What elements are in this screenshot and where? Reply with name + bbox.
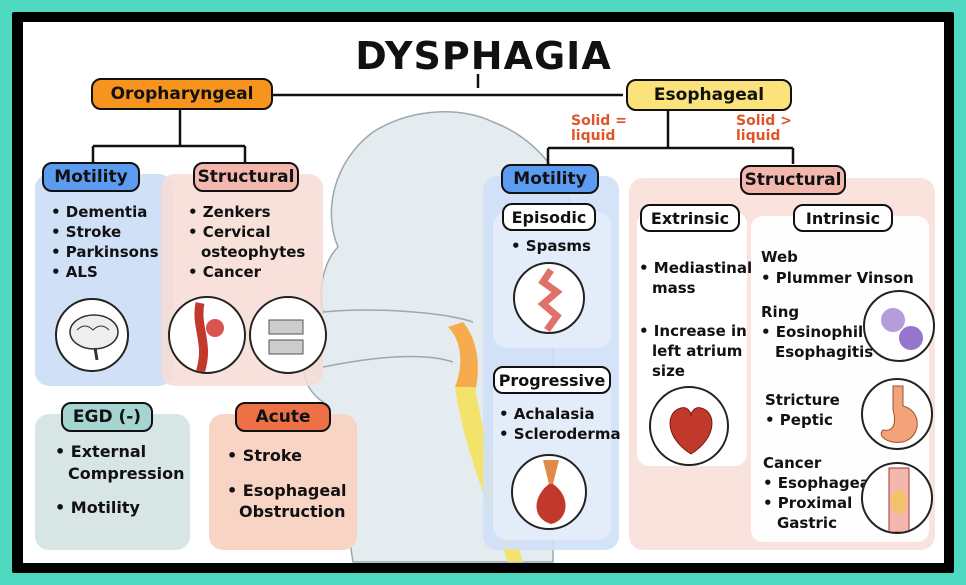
oro-structural-item: • Zenkers [188,203,271,221]
acute-item: Obstruction [239,502,346,521]
solid-equals-liquid-note: Solid = liquid [571,114,627,144]
diagram-canvas: DYSPHAGIA Oropharyngeal Motility • Demen… [23,22,944,563]
acute-panel [209,414,357,550]
stricture-heading: Stricture [765,391,840,409]
extrinsic-item: size [652,362,685,380]
episodic-box: Episodic [502,203,596,231]
egd-item: • Motility [55,498,140,517]
oro-structural-item: • Cancer [188,263,262,281]
progressive-box: Progressive [493,366,611,394]
oropharyngeal-label: Oropharyngeal [110,84,254,104]
oro-motility-item: • Stroke [51,223,122,241]
oro-motility-box: Motility [42,162,140,192]
note-line: liquid [736,128,781,144]
ring-heading: Ring [761,303,800,321]
eso-motility-box: Motility [501,164,599,194]
esophageal-label: Esophageal [653,85,765,105]
extrinsic-item: mass [652,279,696,297]
egd-panel [35,414,190,550]
cancer-heading: Cancer [763,454,822,472]
eso-motility-label: Motility [513,169,587,189]
connector-lines [91,74,795,164]
note-line: Solid > [736,113,792,129]
intrinsic-label: Intrinsic [805,208,881,228]
progressive-item: • Scleroderma [499,425,621,443]
heart-illustration [649,386,729,466]
ring-item: • Eosinophilic [761,323,878,341]
stricture-item: • Peptic [765,411,833,429]
extrinsic-item: • Increase in [639,322,747,340]
acute-label: Acute [255,407,311,427]
oro-motility-item: • ALS [51,263,98,281]
zenkers-illustration [168,296,246,374]
web-item: • Plummer Vinson [761,269,914,287]
oro-structural-label: Structural [197,167,295,187]
acute-item: • Esophageal [227,481,347,500]
spasm-illustration [513,262,585,334]
progressive-label: Progressive [498,370,606,390]
oro-structural-box: Structural [193,162,299,192]
cancer-item: • Proximal [763,494,853,512]
egd-box: EGD (-) [61,402,153,432]
achalasia-illustration [511,454,587,530]
oro-structural-item: osteophytes [201,243,306,261]
cancer-item: • Esophageal [763,474,876,492]
web-heading: Web [761,248,798,266]
eso-structural-label: Structural [744,170,842,190]
cancer-item: Gastric [777,514,837,532]
oro-motility-label: Motility [54,167,128,187]
extrinsic-item: left atrium [652,342,743,360]
page-title: DYSPHAGIA [355,34,612,78]
ring-item: Esophagitis [775,343,874,361]
note-line: Solid = [571,113,627,129]
extrinsic-box: Extrinsic [640,204,740,232]
esophageal-cancer-illustration [861,462,933,534]
episodic-item: • Spasms [511,237,591,255]
eosinophil-illustration [863,290,935,362]
esophageal-box: Esophageal [626,79,792,111]
note-line: liquid [571,128,616,144]
brain-illustration [55,298,129,372]
intrinsic-box: Intrinsic [793,204,893,232]
egd-item: • External [55,442,147,461]
oro-motility-item: • Dementia [51,203,148,221]
egd-item: Compression [68,464,185,483]
osteophyte-illustration [249,296,327,374]
extrinsic-item: • Mediastinal [639,259,753,277]
acute-box: Acute [235,402,331,432]
extrinsic-label: Extrinsic [650,208,730,228]
eso-structural-box: Structural [740,165,846,195]
progressive-item: • Achalasia [499,405,595,423]
episodic-label: Episodic [511,207,587,227]
oro-structural-item: • Cervical [188,223,271,241]
solid-greater-liquid-note: Solid > liquid [736,114,792,144]
oropharyngeal-box: Oropharyngeal [91,78,273,110]
acute-item: • Stroke [227,446,302,465]
stomach-illustration [861,378,933,450]
oro-motility-item: • Parkinsons [51,243,159,261]
egd-label: EGD (-) [72,407,142,427]
